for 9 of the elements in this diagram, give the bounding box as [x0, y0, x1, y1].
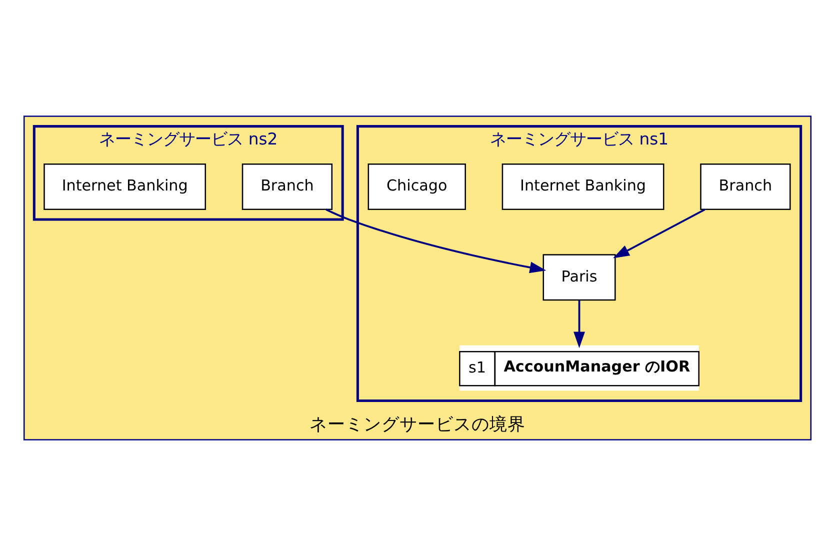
arrow [573, 300, 584, 348]
node-box: Branch [700, 162, 790, 210]
node-box: Branch [241, 162, 332, 210]
node-box: Paris [542, 254, 616, 300]
node-box: Internet Banking [501, 162, 664, 210]
node-box: Chicago [367, 162, 466, 210]
arrow [325, 208, 546, 273]
node-box: Internet Banking [43, 162, 206, 210]
arrow [612, 208, 705, 258]
